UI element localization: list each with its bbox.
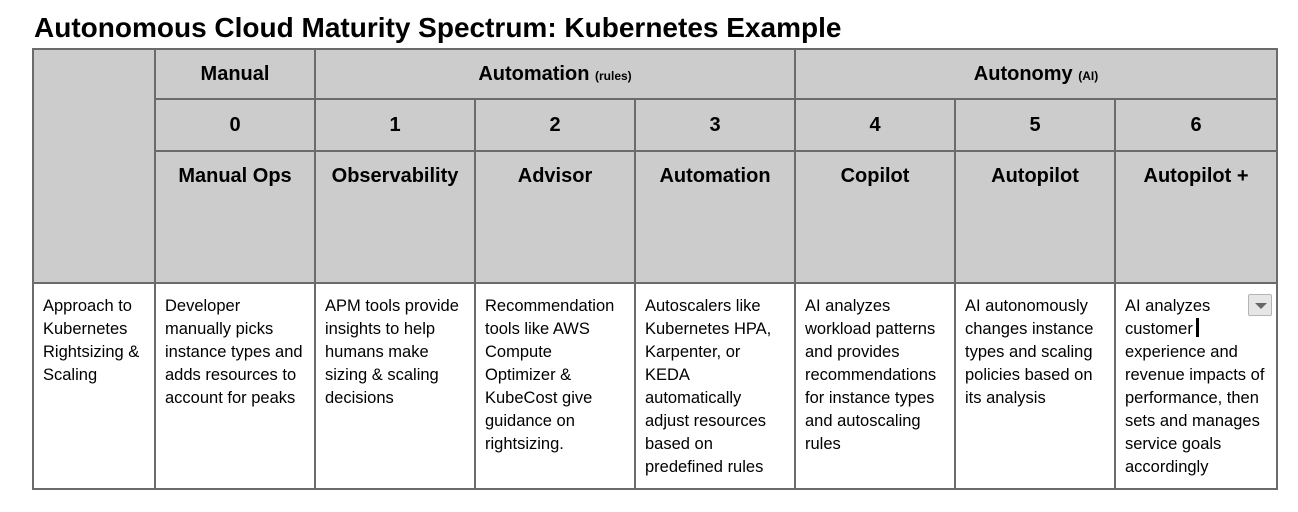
level-name-row: Manual Ops Observability Advisor Automat…: [33, 150, 1279, 284]
description-cell[interactable]: Autoscalers like Kubernetes HPA, Karpent…: [634, 282, 796, 490]
level-name-cell[interactable]: Manual Ops: [154, 150, 316, 284]
description-cell[interactable]: AI analyzes workload patterns and provid…: [794, 282, 956, 490]
level-name: Advisor: [517, 165, 593, 187]
description-cell[interactable]: Developer manually picks instance types …: [154, 282, 316, 490]
level-name: Autopilot +: [1143, 165, 1249, 187]
dropdown-arrow-icon[interactable]: [1248, 294, 1273, 316]
group-automation[interactable]: Automation (rules): [314, 48, 796, 100]
level-number-cell[interactable]: 5: [954, 98, 1116, 152]
level-number-cell[interactable]: 6: [1113, 98, 1279, 152]
maturity-spectrum-table: Manual Automation (rules) Autonomy (AI) …: [32, 48, 1279, 490]
description-cell[interactable]: AI autonomously changes instance types a…: [954, 282, 1116, 490]
level-number-cell[interactable]: 1: [314, 98, 476, 152]
text-cursor: [1195, 318, 1199, 337]
level-name: Autopilot: [991, 165, 1079, 187]
group-label: Autonomy: [973, 62, 1073, 85]
group-header-row: Manual Automation (rules) Autonomy (AI): [32, 48, 1279, 284]
level-name-cell[interactable]: Automation: [634, 150, 796, 284]
level-number-cell[interactable]: 0: [154, 98, 316, 152]
group-note: (AI): [1078, 68, 1099, 83]
description-cell[interactable]: APM tools provide insights to help human…: [314, 282, 476, 490]
level-name: Observability: [331, 165, 459, 187]
level-name-cell[interactable]: Observability: [314, 150, 476, 284]
group-label: Automation: [478, 62, 590, 85]
description-cell[interactable]: Recommendation tools like AWS Compute Op…: [474, 282, 636, 490]
level-name-cell[interactable]: Advisor: [474, 150, 636, 284]
group-manual[interactable]: Manual: [154, 48, 316, 100]
level-name-cell[interactable]: Autopilot +: [1113, 150, 1279, 284]
level-number-row: 0 1 2 3 4 5 6: [33, 98, 1279, 152]
group-label: Manual: [200, 62, 270, 85]
approach-row: Approach to Kubernetes Rightsizing & Sca…: [32, 282, 1279, 490]
group-autonomy[interactable]: Autonomy (AI): [793, 48, 1279, 100]
page-title: Autonomous Cloud Maturity Spectrum: Kube…: [34, 12, 842, 43]
cell-text: experience and revenue impacts of perfor…: [1125, 343, 1265, 476]
level-number-cell[interactable]: 2: [474, 98, 636, 152]
group-note: (rules): [594, 68, 632, 83]
corner-cell: [32, 48, 156, 284]
level-name: Automation: [659, 165, 771, 187]
level-name: Manual Ops: [178, 165, 292, 187]
row-label-cell[interactable]: Approach to Kubernetes Rightsizing & Sca…: [32, 282, 156, 490]
cell-text: AI analyzes customer: [1125, 297, 1211, 338]
level-name-cell[interactable]: Autopilot: [954, 150, 1116, 284]
active-description-cell[interactable]: AI analyzes customer experience and reve…: [1113, 282, 1279, 490]
level-name: Copilot: [840, 165, 910, 187]
level-number-cell[interactable]: 3: [634, 98, 796, 152]
level-name-cell[interactable]: Copilot: [794, 150, 956, 284]
level-number-cell[interactable]: 4: [794, 98, 956, 152]
